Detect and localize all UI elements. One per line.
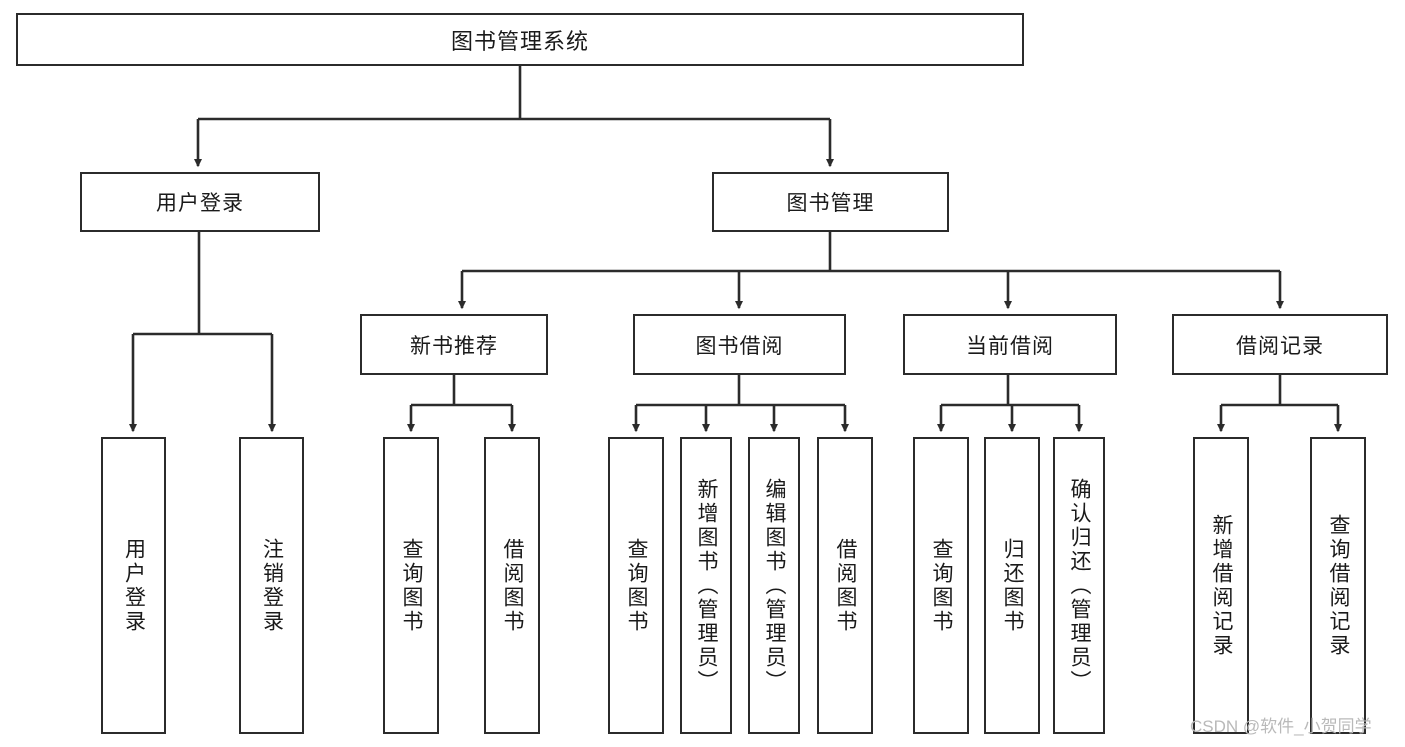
node-current-borrow[interactable]: 当前借阅	[903, 314, 1117, 375]
node-leaf-query-book-1[interactable]: 查询图书	[383, 437, 439, 734]
node-user-login[interactable]: 用户登录	[80, 172, 320, 232]
node-leaf-borrow-book-1[interactable]: 借阅图书	[484, 437, 540, 734]
node-leaf-borrow-book-1-label: 借阅图书	[501, 537, 525, 634]
node-leaf-return-book-label: 归还图书	[1001, 537, 1025, 634]
node-leaf-query-book-3-label: 查询图书	[930, 537, 954, 634]
node-leaf-return-book[interactable]: 归还图书	[984, 437, 1040, 734]
node-book-manage[interactable]: 图书管理	[712, 172, 949, 232]
node-leaf-borrow-book-2-label: 借阅图书	[834, 537, 858, 634]
node-leaf-query-record-label: 查询借阅记录	[1327, 513, 1351, 658]
node-current-borrow-label: 当前借阅	[966, 334, 1054, 358]
node-root[interactable]: 图书管理系统	[16, 13, 1024, 66]
node-new-book-recommend-label: 新书推荐	[410, 334, 498, 358]
node-leaf-edit-book-label: 编辑图书（管理员）	[763, 477, 787, 694]
node-leaf-add-book-label: 新增图书（管理员）	[695, 477, 719, 694]
node-leaf-user-login-label: 用户登录	[122, 537, 146, 634]
node-leaf-query-book-1-label: 查询图书	[400, 537, 424, 634]
node-leaf-query-record[interactable]: 查询借阅记录	[1310, 437, 1366, 734]
node-leaf-add-book[interactable]: 新增图书（管理员）	[680, 437, 732, 734]
node-book-borrow[interactable]: 图书借阅	[633, 314, 846, 375]
node-leaf-confirm-return-label: 确认归还（管理员）	[1068, 477, 1092, 694]
node-leaf-query-book-3[interactable]: 查询图书	[913, 437, 969, 734]
node-book-manage-label: 图书管理	[786, 192, 875, 215]
node-leaf-add-record[interactable]: 新增借阅记录	[1193, 437, 1249, 734]
node-leaf-logout[interactable]: 注销登录	[239, 437, 304, 734]
node-leaf-logout-label: 注销登录	[260, 537, 284, 634]
node-user-login-label: 用户登录	[156, 192, 244, 215]
node-leaf-query-book-2[interactable]: 查询图书	[608, 437, 664, 734]
node-new-book-recommend[interactable]: 新书推荐	[360, 314, 548, 375]
node-leaf-borrow-book-2[interactable]: 借阅图书	[817, 437, 873, 734]
node-book-borrow-label: 图书借阅	[695, 334, 784, 358]
node-borrow-record-label: 借阅记录	[1236, 334, 1324, 358]
node-leaf-query-book-2-label: 查询图书	[625, 537, 649, 634]
node-leaf-edit-book[interactable]: 编辑图书（管理员）	[748, 437, 800, 734]
node-leaf-user-login[interactable]: 用户登录	[101, 437, 166, 734]
node-leaf-add-record-label: 新增借阅记录	[1210, 513, 1234, 658]
node-leaf-confirm-return[interactable]: 确认归还（管理员）	[1053, 437, 1105, 734]
node-borrow-record[interactable]: 借阅记录	[1172, 314, 1388, 375]
node-root-label: 图书管理系统	[450, 28, 589, 54]
